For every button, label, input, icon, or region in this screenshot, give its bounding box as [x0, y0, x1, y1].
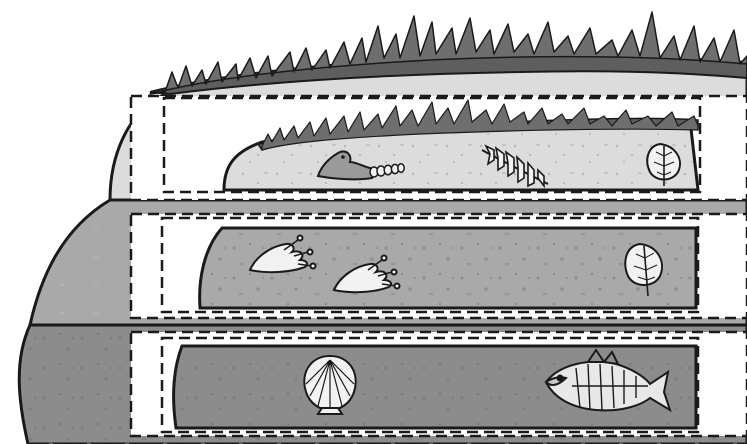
top-layer-panel	[131, 96, 747, 200]
middle-layer-panel	[131, 214, 747, 318]
bottom-layer-panel	[131, 332, 747, 436]
